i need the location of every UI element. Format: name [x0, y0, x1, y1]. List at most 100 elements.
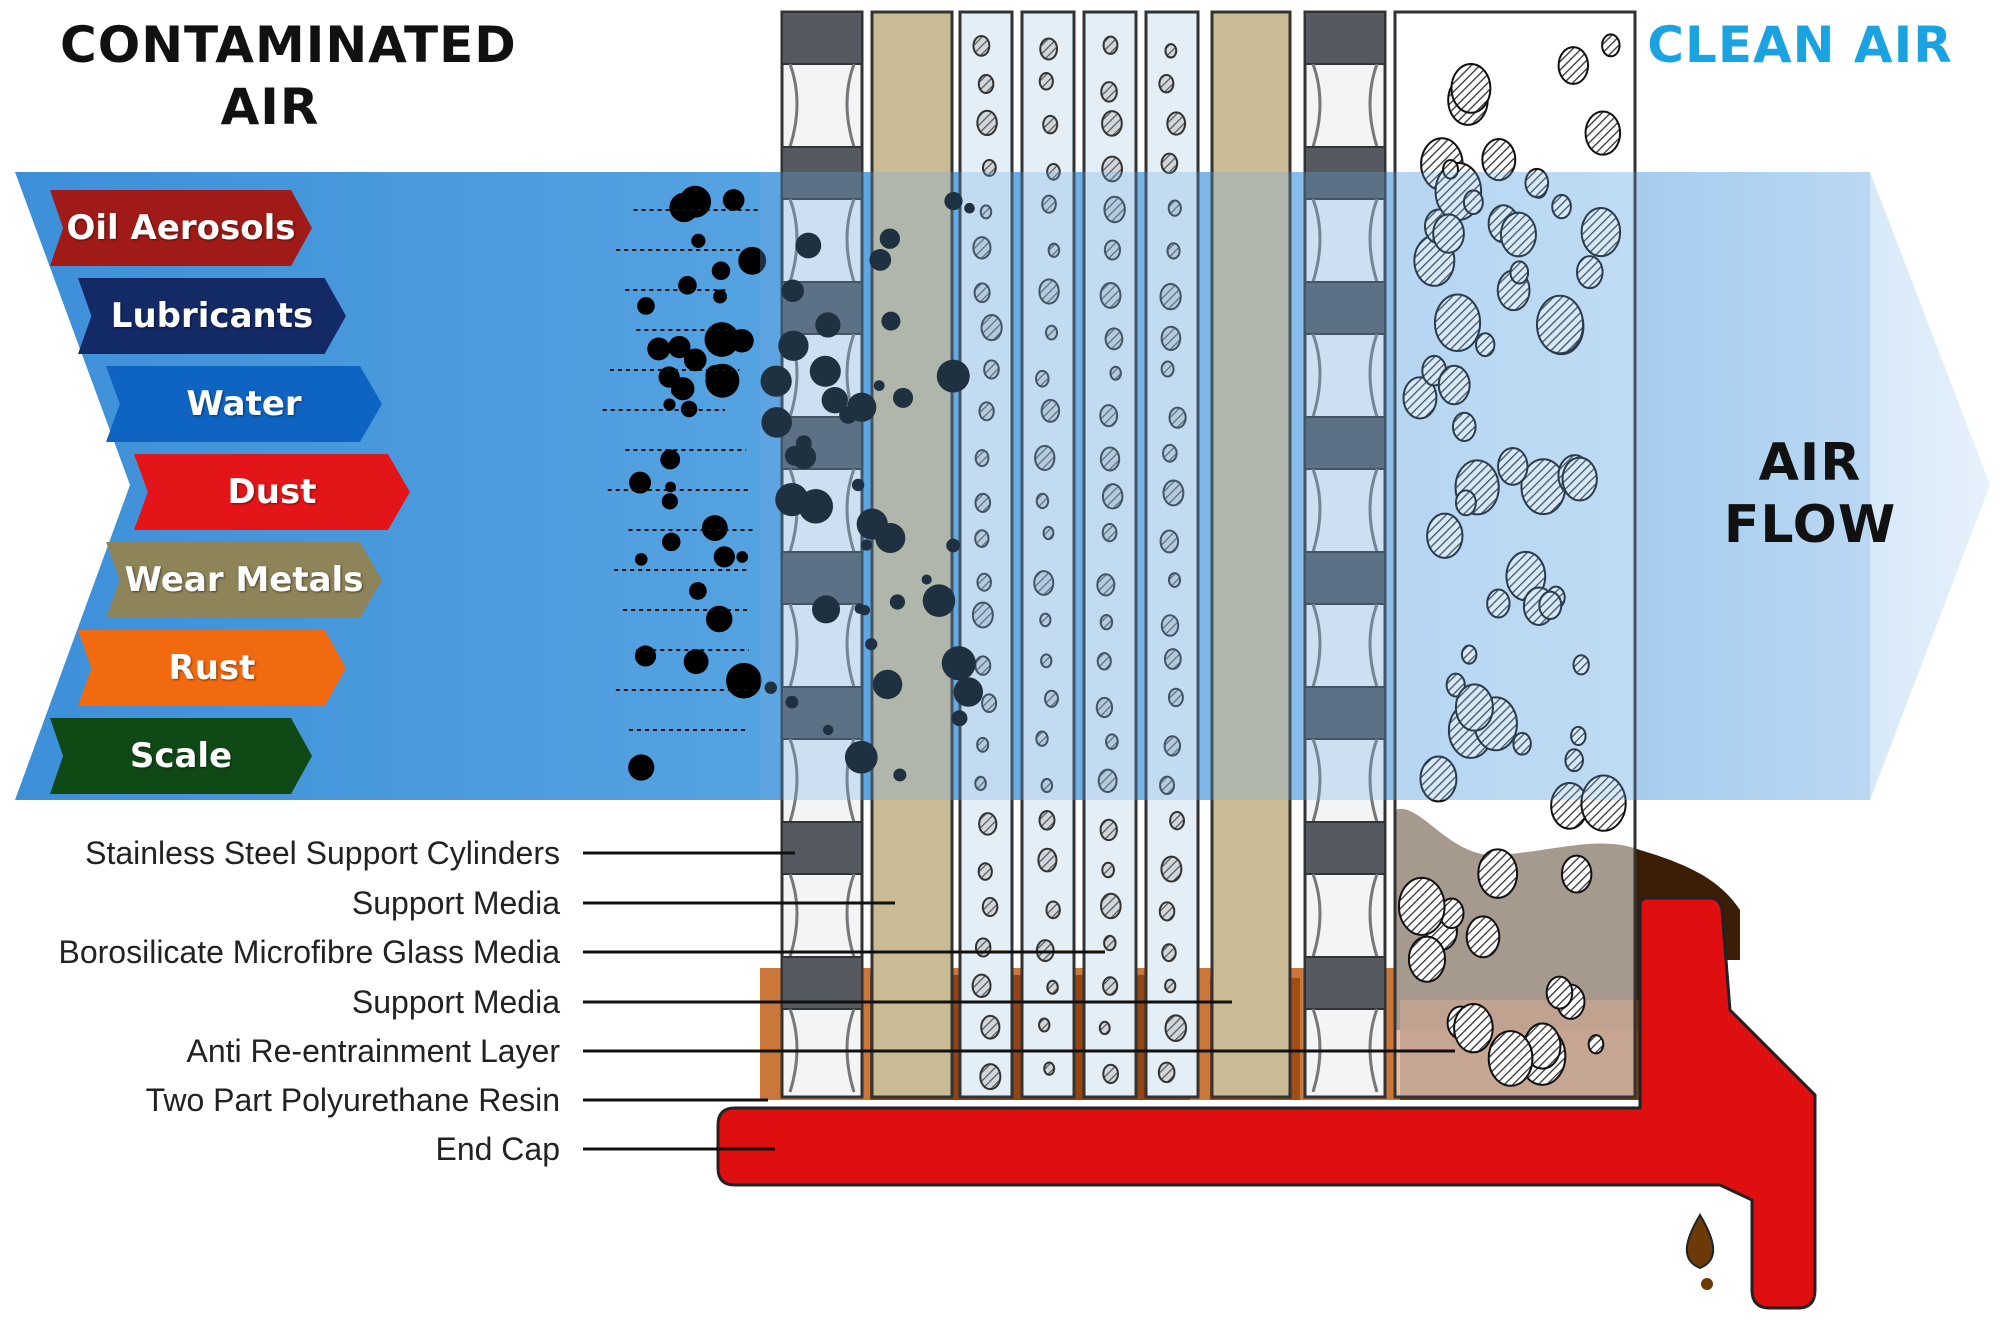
media-fiber [1046, 979, 1059, 995]
contaminant-particle [764, 681, 778, 694]
cylinder-waist [1311, 468, 1379, 553]
contaminant-particle [761, 407, 792, 438]
contaminant-particle [647, 337, 671, 361]
contaminant-particle [705, 605, 733, 633]
cylinder-band [781, 146, 863, 200]
contaminant-particle [847, 392, 877, 422]
contaminant-particle [689, 582, 707, 600]
media-fiber [1046, 162, 1061, 181]
coalesced-droplet [1601, 33, 1621, 58]
media-fiber [1104, 327, 1124, 351]
coalesced-droplet [1536, 294, 1585, 355]
label-support-media-2: Support Media [351, 984, 560, 1020]
contaminant-particle [964, 202, 975, 214]
cylinder-waist [788, 603, 856, 688]
contaminant-particle [678, 276, 697, 295]
media-fiber [1159, 775, 1175, 796]
contaminant-water: Water [106, 366, 382, 442]
particles [602, 33, 1627, 1087]
media-fiber [1100, 892, 1122, 920]
media-fiber [1095, 696, 1114, 719]
media-fiber [1160, 855, 1183, 883]
contaminant-particle [637, 297, 655, 315]
coalesced-droplet [1560, 854, 1593, 894]
media-fiber [1164, 978, 1177, 994]
media-fiber [981, 896, 999, 918]
media-fiber [1103, 934, 1117, 952]
contaminant-particle [705, 363, 740, 398]
glass-media-columns [958, 10, 1200, 1099]
coalesced-droplet [1426, 512, 1464, 559]
media-fiber [976, 572, 992, 592]
cylinder-band [781, 416, 863, 470]
media-fiber [980, 1014, 1001, 1040]
coalesced-droplet [1570, 725, 1587, 746]
end-cap [716, 896, 1817, 1310]
cylinder-band [781, 551, 863, 605]
media-fiber [974, 937, 992, 958]
media-fiber [1168, 406, 1187, 429]
media-fiber [981, 158, 997, 177]
coalesced-droplet [1402, 376, 1438, 420]
media-fiber [1166, 242, 1181, 260]
cylinder-waist [788, 873, 856, 958]
media-fiber [1044, 689, 1059, 708]
media-fiber [1160, 152, 1179, 175]
media-fiber [1158, 901, 1176, 922]
cylinder-waist [1311, 873, 1379, 958]
media-fiber [1164, 43, 1178, 59]
contaminant-particle [844, 740, 878, 774]
contaminant-particle [869, 248, 892, 271]
media-fiber [1039, 612, 1052, 628]
coalesced-droplet [1475, 332, 1496, 358]
contaminant-particle [775, 483, 809, 517]
clean-air-title: CLEAN AIR [1647, 16, 1953, 74]
media-fiber [1101, 155, 1124, 183]
cylinder-band [1304, 551, 1386, 605]
contaminant-particle [946, 538, 960, 553]
media-fiber [1105, 733, 1119, 750]
media-fiber [1045, 324, 1059, 341]
media-fiber [1101, 110, 1123, 137]
coalesced-droplet [1575, 255, 1604, 290]
contaminant-particle [953, 677, 984, 707]
coalesced-droplet [1538, 590, 1563, 621]
media-fiber [976, 736, 990, 753]
support-media-inner [870, 10, 954, 1099]
coalesced-droplet [1545, 975, 1574, 1010]
media-fiber [1040, 398, 1061, 423]
contaminant-particle [873, 380, 885, 391]
media-fiber [978, 812, 998, 836]
coalesced-droplet [1477, 848, 1519, 899]
media-fiber [1099, 613, 1114, 631]
media-fiber [1101, 483, 1124, 510]
cylinder-band [1304, 956, 1386, 1010]
coalesced-droplet [1564, 748, 1584, 773]
contaminant-particle [628, 754, 655, 781]
contaminant-rust: Rust [78, 630, 346, 706]
media-fiber [971, 601, 994, 629]
contaminant-particle [851, 478, 865, 492]
cylinder-waist [788, 63, 856, 148]
coalesced-droplet [1551, 193, 1572, 220]
media-fiber [1099, 818, 1118, 842]
media-fiber [1099, 446, 1121, 472]
contaminant-particle [661, 493, 678, 510]
label-resin: Two Part Polyurethane Resin [145, 1082, 560, 1118]
media-fiber [1160, 360, 1175, 378]
contaminant-particle [893, 768, 907, 782]
contaminant-particle [815, 312, 841, 338]
label-glass-media: Borosilicate Microfibre Glass Media [58, 934, 561, 970]
coalesced-droplet [1509, 260, 1530, 285]
media-fiber [1047, 242, 1061, 258]
coalesced-droplet [1407, 935, 1447, 983]
contaminant-particle [881, 311, 901, 331]
contaminant-particle [781, 279, 804, 303]
flow-tint [760, 172, 1870, 800]
media-fiber [1099, 404, 1119, 428]
media-fiber [1096, 652, 1112, 671]
contaminant-particle [889, 594, 906, 610]
media-fiber [972, 236, 992, 260]
contaminant-lubricants: Lubricants [78, 278, 346, 354]
cylinder-band [781, 686, 863, 740]
